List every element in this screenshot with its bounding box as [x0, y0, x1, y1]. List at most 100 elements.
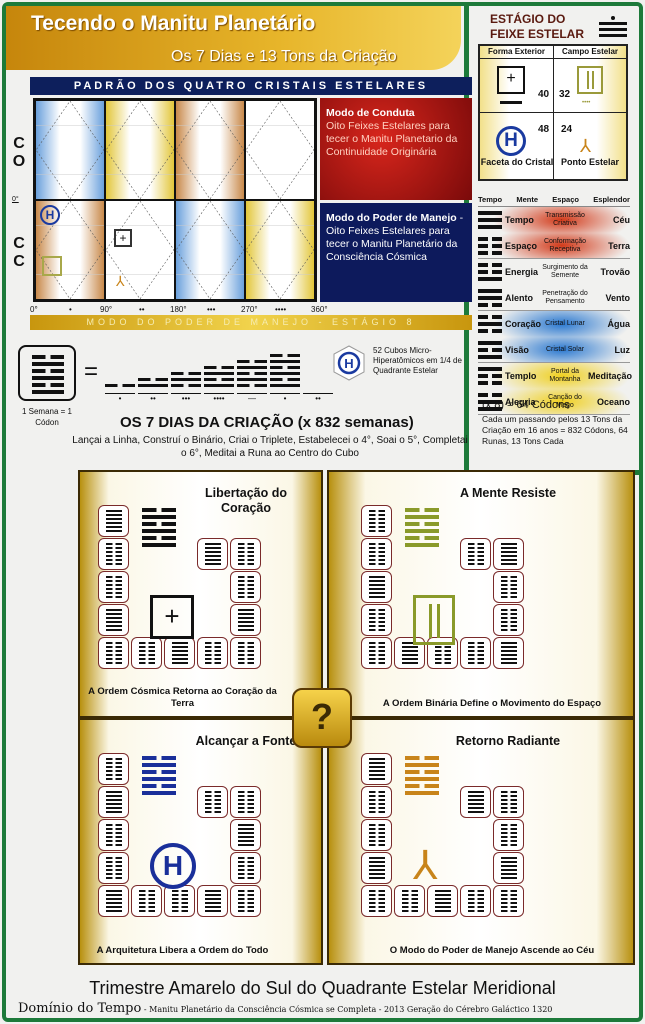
circle-h-icon: H — [40, 205, 60, 225]
trigram-icon — [478, 392, 502, 411]
seven-days-diagram: ••••••••••—••• — [105, 348, 335, 403]
number-24: 24 — [561, 124, 573, 135]
day-marker: — — [237, 393, 267, 403]
trigram-element: Trovão — [600, 267, 630, 277]
quadrant-caption: A Ordem Binária Define o Movimento do Es… — [382, 698, 602, 709]
trigram-name: Tempo — [505, 215, 534, 225]
day-lines — [171, 372, 201, 387]
degree-label: 90° — [100, 305, 113, 314]
codon-tile — [230, 819, 261, 851]
trident-icon: ⅄ — [413, 844, 438, 888]
trigram-name: Templo — [505, 371, 537, 381]
codon-tile — [493, 604, 524, 636]
quadrant-codon-icon — [142, 508, 176, 547]
square-plus-icon: + — [150, 595, 194, 639]
codon-tile — [493, 538, 524, 570]
trident-icon: ⅄ — [116, 273, 125, 289]
double-bar-icon — [413, 595, 455, 645]
crystal-cell — [175, 100, 245, 200]
trigram-element: Terra — [608, 240, 630, 251]
trident-icon: ⅄ — [580, 136, 591, 156]
trigram-element: Meditação — [588, 371, 633, 381]
number-48: 48 — [538, 124, 550, 135]
dot-label: •• — [139, 305, 145, 314]
quadrant-title: Libertação do Coração — [205, 486, 287, 515]
center-glyph-icon: ? — [292, 688, 352, 748]
codon-tile — [493, 819, 524, 851]
dot-label: ••• — [207, 305, 216, 314]
page-subtitle: Os 7 Dias e 13 Tons da Criação — [171, 48, 397, 65]
dot-label: •••• — [275, 305, 287, 314]
trigram-name: Coração — [505, 319, 542, 329]
codon-tile — [131, 885, 162, 917]
crystal-pattern-grid: H+⅄ — [33, 98, 317, 302]
trigram-name: Energia — [505, 267, 539, 277]
codon-tile — [230, 604, 261, 636]
crystal-cell — [245, 200, 315, 300]
col-header: Mente — [516, 195, 538, 204]
trigram-meaning: Transmissão Criativa — [545, 212, 585, 227]
quadrant-codon-icon — [405, 508, 439, 547]
codon-tile — [98, 637, 129, 669]
col-exterior: Forma Exterior — [480, 46, 554, 59]
tone-8-icon — [599, 16, 627, 37]
hexagon-circle-h-icon: H — [333, 345, 365, 381]
codon-tile — [361, 819, 392, 851]
trigram-element: Céu — [612, 215, 630, 225]
codon-icon — [18, 345, 76, 401]
codon-tile — [361, 604, 392, 636]
zero-label: 0° — [12, 196, 19, 203]
stage-diagram: Forma Exterior Campo Estelar + •••• 40 3… — [478, 44, 628, 181]
codon-tile — [361, 786, 392, 818]
codon-tile — [230, 637, 261, 669]
quadrant: Retorno Radiante⅄O Modo do Poder de Mane… — [327, 718, 635, 965]
trigram-icon — [478, 367, 502, 385]
codon-tile — [493, 852, 524, 884]
row-label-cc: C C — [13, 235, 25, 270]
codon-tile — [361, 637, 392, 669]
trigram-icon — [478, 236, 502, 255]
trigram-icon — [478, 263, 502, 281]
trigram-icon — [478, 340, 502, 359]
codon-tile — [98, 885, 129, 917]
bar-icon — [500, 101, 522, 104]
codon-tile — [98, 538, 129, 570]
header-banner: Tecendo o Manitu Planetário Os 7 Dias e … — [6, 6, 461, 70]
square-plus-icon: + — [114, 229, 132, 247]
quadrant-caption: A Arquitetura Libera a Ordem do Todo — [96, 945, 269, 956]
cubes-note: 52 Cubos Micro-Hiperatômicos em 1/4 de Q… — [373, 346, 462, 375]
number-32: 32 — [559, 89, 571, 100]
codon-tile — [98, 819, 129, 851]
power-text: - Oito Feixes Estelares para tecer o Man… — [326, 212, 464, 263]
days-subtitle: Lançai a Linha, Construí o Binário, Cria… — [72, 435, 468, 459]
crystal-cell: +⅄ — [105, 200, 175, 300]
degree-label: 0° — [30, 305, 38, 314]
svg-text:H: H — [344, 356, 353, 371]
degree-label: 270° — [241, 305, 258, 314]
day-marker: •• — [303, 393, 333, 403]
stage-title-line: FEIXE ESTELAR — [490, 27, 585, 41]
trigram-meaning: Cristal Lunar — [545, 320, 585, 327]
quadrant-codon-icon — [142, 756, 176, 795]
codon-tile — [98, 571, 129, 603]
codon-tile — [98, 604, 129, 636]
codon-tile — [230, 852, 261, 884]
codon-tile — [460, 538, 491, 570]
trigram-name: Espaço — [505, 240, 538, 251]
trigram-element: Oceano — [596, 396, 630, 407]
col-field: Campo Estelar — [554, 46, 626, 59]
quadrant-title: Alcançar a Fonte — [195, 734, 297, 748]
pattern-title: Padrão dos Quatro Cristais Estelares — [30, 77, 472, 95]
equals-sign: = — [84, 358, 99, 385]
codon-tile — [131, 637, 162, 669]
crystal-cell — [245, 100, 315, 200]
trigram-row: Tempo Transmissão Criativa Céu — [478, 207, 630, 233]
trigram-icon — [478, 315, 502, 333]
footer-line: Domínio do Tempo - Manitu Planetário da … — [18, 1001, 552, 1016]
